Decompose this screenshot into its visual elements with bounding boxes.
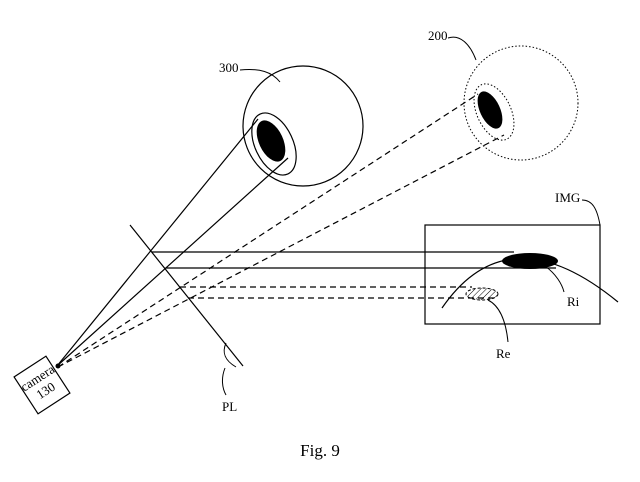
ray-camera-eye200-bottom [57,134,505,368]
leader-300 [239,69,281,83]
label-re: Re [496,346,511,361]
eye-200-iris [473,83,515,141]
eye-200-pupil [477,91,503,129]
leader-ri [544,265,565,293]
eye-300-pupil [256,120,286,162]
ray-camera-eye300-top [56,118,259,367]
camera-body [13,355,71,415]
leader-pl [223,342,237,368]
image-frame [424,224,601,325]
image-real-pupil [502,253,558,269]
leader-200 [447,36,477,61]
eye-200 [463,45,579,161]
eye-300-ball [242,65,364,187]
eye-300 [242,65,364,187]
leader-img [581,199,601,226]
leader-re [487,299,509,343]
camera-130: camera 130 [13,355,71,415]
label-pl: PL [222,399,237,414]
label-img: IMG [555,190,580,205]
plate-pl [129,224,244,367]
camera-lens [55,363,61,369]
label-ri-text: Ri [567,294,580,309]
eye-300-iris [251,112,297,176]
leader-pl-label [222,367,227,396]
label-300: 300 [219,60,239,75]
ray-camera-eye200-top [57,93,479,368]
figure-caption: Fig. 9 [300,441,340,460]
ray-camera-eye300-bottom [56,157,289,367]
image-reflected-pupil [465,287,499,301]
label-200: 200 [428,28,448,43]
